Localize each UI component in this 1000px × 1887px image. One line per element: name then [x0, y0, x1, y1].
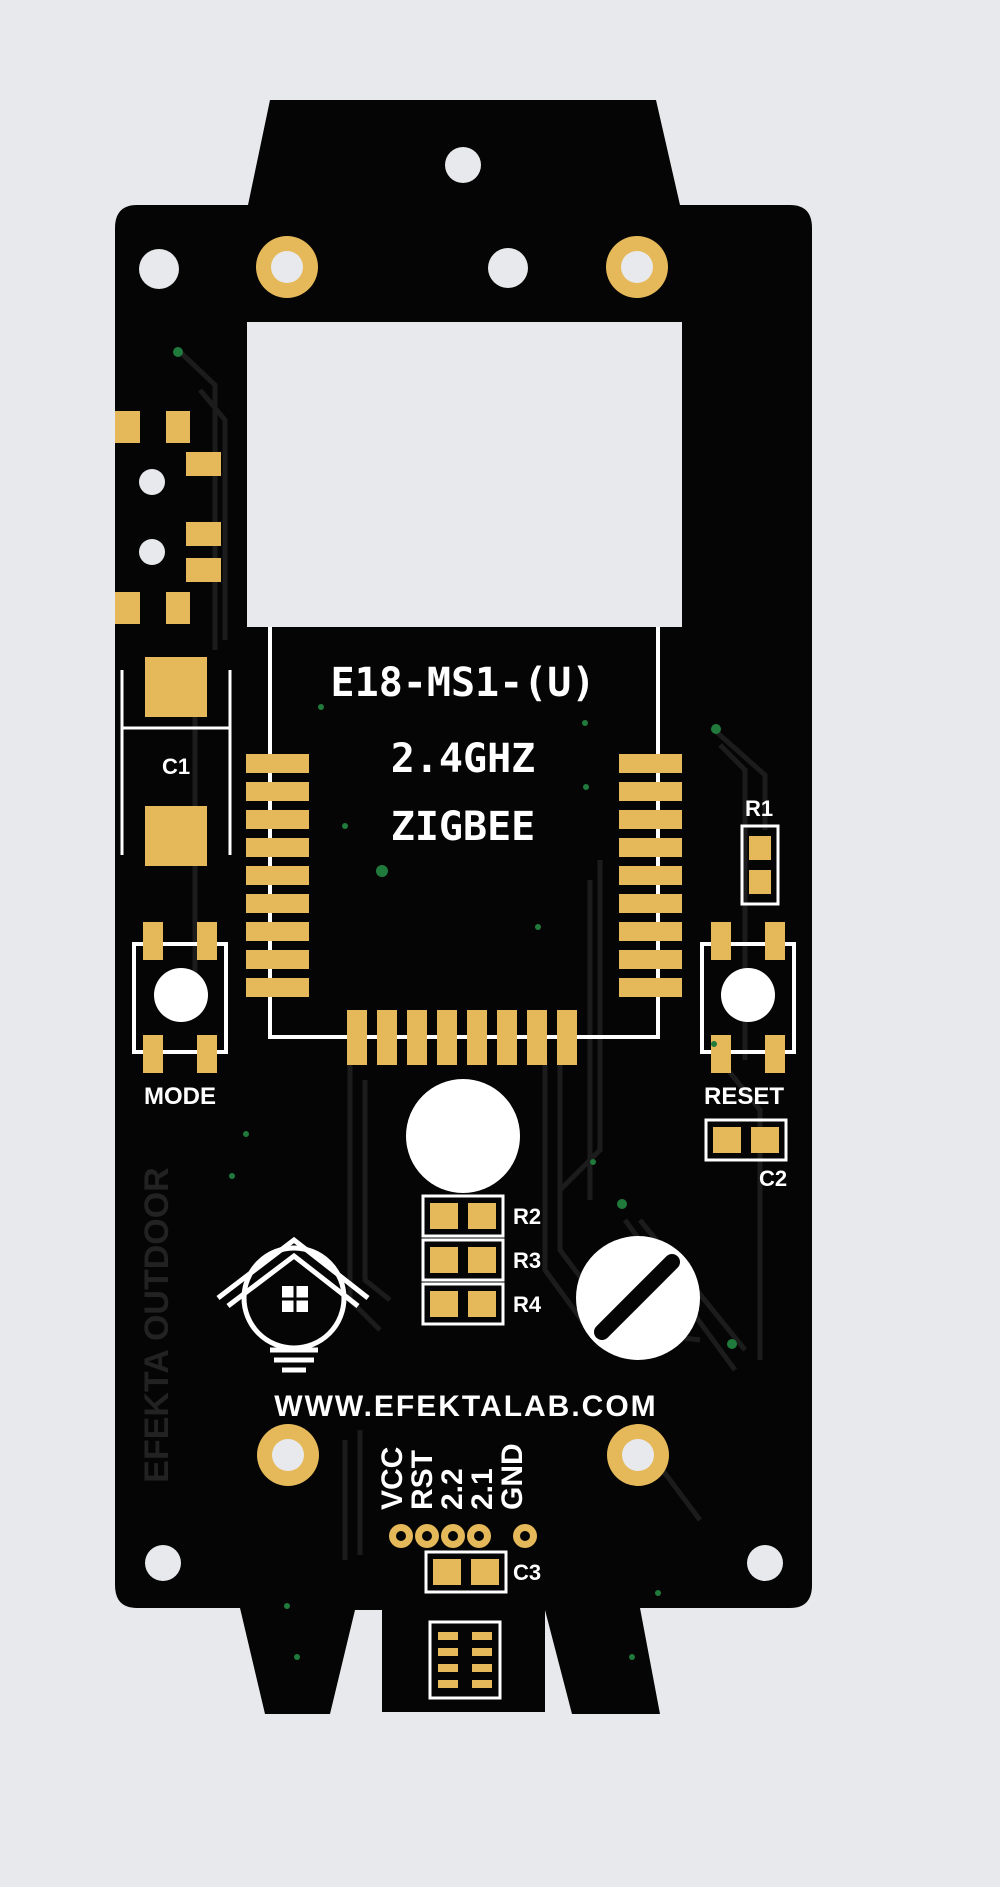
header-pin-labels: VCC RST 2.2 2.1 GND — [376, 1443, 529, 1510]
sensor-window — [406, 1079, 520, 1193]
pin-label-2-1: 2.1 — [466, 1468, 499, 1510]
c3-label: C3 — [513, 1560, 541, 1585]
mode-button-cap[interactable] — [154, 968, 208, 1022]
reset-button[interactable]: RESET — [700, 922, 796, 1110]
round-sensor-icon — [576, 1236, 700, 1360]
pin-label-gnd: GND — [496, 1443, 529, 1510]
bottom-chip — [428, 1620, 502, 1700]
module-protocol: ZIGBEE — [391, 804, 536, 850]
c1-label: C1 — [162, 754, 190, 779]
website-label: WWW.EFEKTALAB.COM — [274, 1390, 657, 1423]
reset-label: RESET — [704, 1083, 784, 1110]
r3-label: R3 — [513, 1248, 541, 1273]
zigbee-module: E18-MS1-(U) 2.4GHZ ZIGBEE — [246, 627, 682, 1065]
resistor-r1: R1 — [740, 796, 780, 906]
brand-label: EFEKTA OUTDOOR — [138, 1167, 176, 1482]
mounting-pads — [256, 236, 669, 1486]
pin-label-2-2: 2.2 — [436, 1468, 469, 1510]
capacitor-c1: C1 — [120, 657, 232, 866]
module-model: E18-MS1-(U) — [331, 660, 596, 706]
antenna-pads — [115, 411, 221, 624]
programming-header-pads — [389, 1524, 537, 1548]
capacitor-c2: C2 — [704, 1118, 788, 1191]
pin-label-rst: RST — [406, 1450, 439, 1510]
r4-label: R4 — [513, 1292, 542, 1317]
reset-button-cap[interactable] — [721, 968, 775, 1022]
pin-label-vcc: VCC — [376, 1447, 409, 1510]
c2-label: C2 — [759, 1166, 787, 1191]
smart-home-bulb-icon — [216, 1236, 370, 1373]
r1-label: R1 — [745, 796, 773, 821]
capacitor-c3: C3 — [424, 1550, 541, 1594]
module-left-pins — [246, 754, 309, 997]
mode-label: MODE — [144, 1083, 216, 1110]
module-frequency: 2.4GHZ — [391, 736, 536, 782]
mode-button[interactable]: MODE — [132, 922, 228, 1110]
module-right-pins — [619, 754, 682, 997]
resistors-r2-r4: R2 R3 R4 — [421, 1194, 542, 1326]
r2-label: R2 — [513, 1204, 541, 1229]
vias — [173, 347, 737, 1660]
module-bottom-pins — [347, 1010, 577, 1065]
